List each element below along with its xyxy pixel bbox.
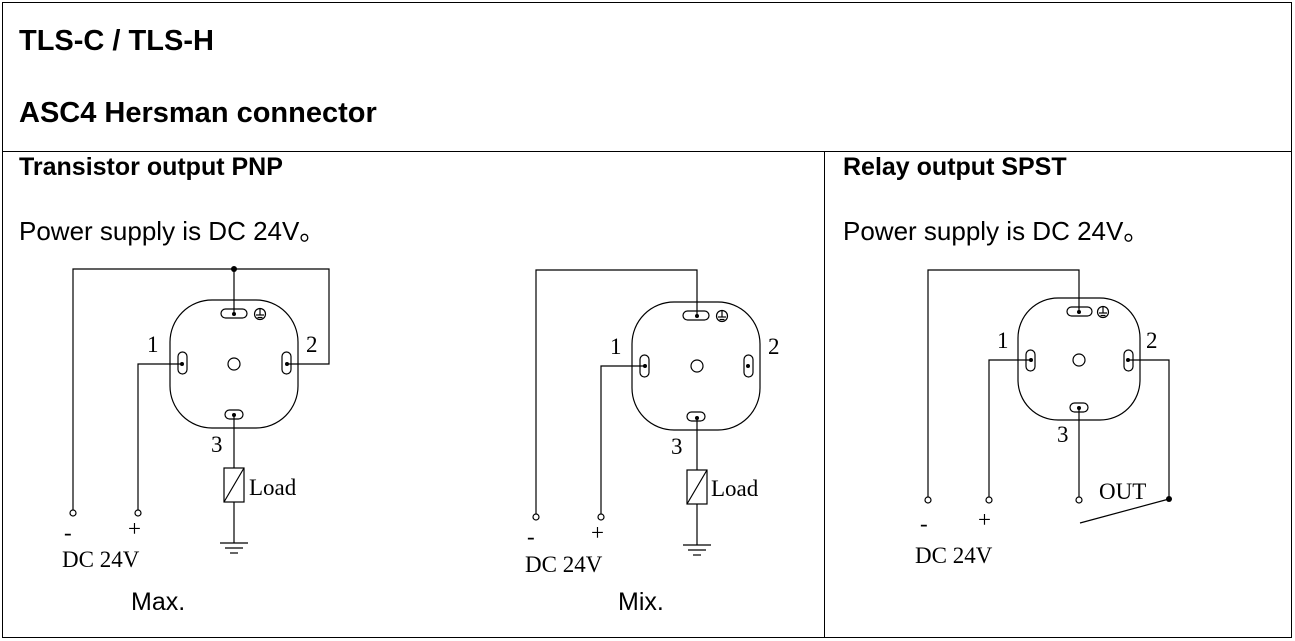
- mix-caption: Mix.: [618, 588, 664, 616]
- center-hole: [690, 359, 704, 373]
- pin2-label: 2: [306, 332, 318, 357]
- pin3-label: 3: [211, 432, 223, 457]
- pin-1: [177, 351, 188, 375]
- center-hole: [1072, 353, 1086, 367]
- plus-label: +: [591, 520, 604, 545]
- transistor-heading: Transistor output PNP: [19, 153, 283, 181]
- wire-plus: [988, 359, 1031, 497]
- pin2-label: 2: [768, 334, 780, 359]
- column-divider: [824, 151, 825, 638]
- pin3-label: 3: [1057, 422, 1069, 447]
- model-title: TLS-C / TLS-H: [19, 25, 214, 57]
- header-divider: [2, 151, 1292, 152]
- pin-2: [281, 351, 292, 375]
- wire-plus: [137, 363, 182, 510]
- pin1-label: 1: [610, 334, 622, 359]
- wire-plus: [600, 365, 645, 514]
- pin2-label: 2: [1146, 328, 1158, 353]
- pin1-label: 1: [997, 328, 1009, 353]
- minus-label: -: [920, 511, 928, 536]
- wire-pin2: [1128, 359, 1170, 499]
- pin3-label: 3: [671, 434, 683, 459]
- pin-2: [743, 354, 754, 378]
- minus-label: -: [527, 524, 535, 549]
- relay-power-note: Power supply is DC 24V。: [843, 216, 1150, 246]
- supply-label: DC 24V: [525, 552, 603, 577]
- supply-label: DC 24V: [915, 543, 993, 568]
- load-label: Load: [711, 476, 759, 501]
- wire-minus: [535, 269, 698, 514]
- pin1-label: 1: [147, 332, 159, 357]
- plus-label: +: [128, 516, 141, 541]
- relay-heading: Relay output SPST: [843, 153, 1067, 181]
- load-label: Load: [249, 475, 297, 500]
- pin-top: [682, 310, 710, 321]
- plus-label: +: [978, 507, 991, 532]
- wire-pin2: [234, 268, 330, 365]
- out-label: OUT: [1099, 479, 1146, 504]
- connector-title: ASC4 Hersman connector: [19, 97, 377, 129]
- minus-label: -: [64, 520, 72, 545]
- supply-label: DC 24V: [62, 547, 140, 572]
- center-hole: [227, 357, 241, 371]
- pin-3: [686, 411, 706, 422]
- wire-minus: [72, 268, 235, 510]
- relay-switch: [1079, 498, 1170, 524]
- max-caption: Max.: [131, 588, 186, 616]
- wire-minus: [927, 269, 1080, 497]
- transistor-power-note: Power supply is DC 24V。: [19, 216, 326, 246]
